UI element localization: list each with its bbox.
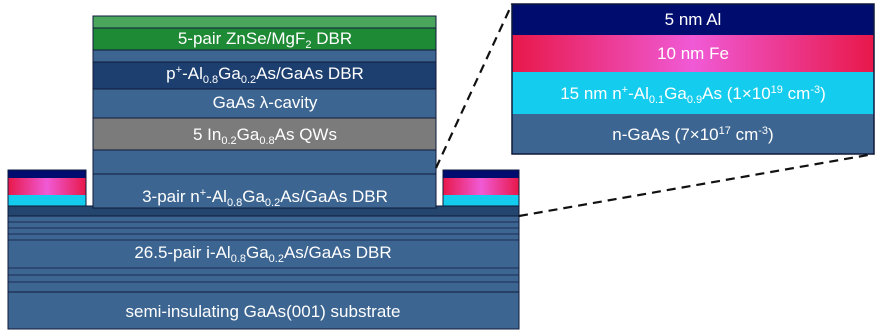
substrate-label: semi-insulating GaAs(001) substrate (126, 302, 401, 321)
contact-fe-layer (8, 178, 86, 195)
p-dbr-label: p+-Al0.8Ga0.2As/GaAs DBR (166, 64, 364, 86)
mesa (92, 15, 437, 209)
inset-fe-label: 10 nm Fe (657, 44, 729, 63)
quantum-well-label: 5 In0.2Ga0.8As QWs (193, 125, 337, 147)
inset-n-gaas-layer (512, 114, 874, 154)
inset-n-gaas-label: n-GaAs (7×1017 cm-3) (612, 125, 773, 144)
intrinsic-dbr-stack (7, 207, 520, 293)
quantum-well-layer (92, 117, 437, 151)
dielectric-dbr-label: 5-pair ZnSe/MgF2 DBR (178, 29, 352, 51)
dbr-period-lines (8, 215, 519, 283)
cavity-label: GaAs λ-cavity (213, 93, 318, 112)
contact-algaas-layer (8, 195, 86, 206)
inset-zoom (511, 3, 875, 155)
p-dbr-top-layer (92, 49, 437, 63)
n-dbr-mesa-layer (92, 173, 437, 209)
inset-n-algaas-label: 15 nm n+-Al0.1Ga0.9As (1×1019 cm-3) (560, 84, 826, 106)
contact-fe-layer (443, 178, 519, 195)
right-contact (442, 169, 520, 207)
contact-al-layer (443, 170, 519, 178)
cavity-layer (92, 88, 437, 119)
dielectric-dbr-top-layer (92, 15, 437, 29)
intrinsic-dbr-label: 26.5-pair i-Al0.8Ga0.2As/GaAs DBR (134, 243, 391, 265)
inset-fe-layer (512, 35, 874, 72)
zoom-line-upper (435, 3, 513, 169)
contact-algaas-layer (443, 195, 519, 206)
contact-al-layer (8, 170, 86, 178)
inset-al-label: 5 nm Al (665, 10, 722, 29)
n-dbr-label: 3-pair n+-Al0.8Ga0.2As/GaAs DBR (142, 187, 388, 209)
zoom-line-lower (518, 152, 875, 218)
spacer-layer (92, 149, 437, 175)
inset-n-algaas-layer (512, 72, 874, 114)
substrate-layer (7, 291, 520, 330)
inset-al-layer (512, 4, 874, 35)
p-dbr-layer (92, 61, 437, 90)
left-contact (7, 169, 87, 207)
